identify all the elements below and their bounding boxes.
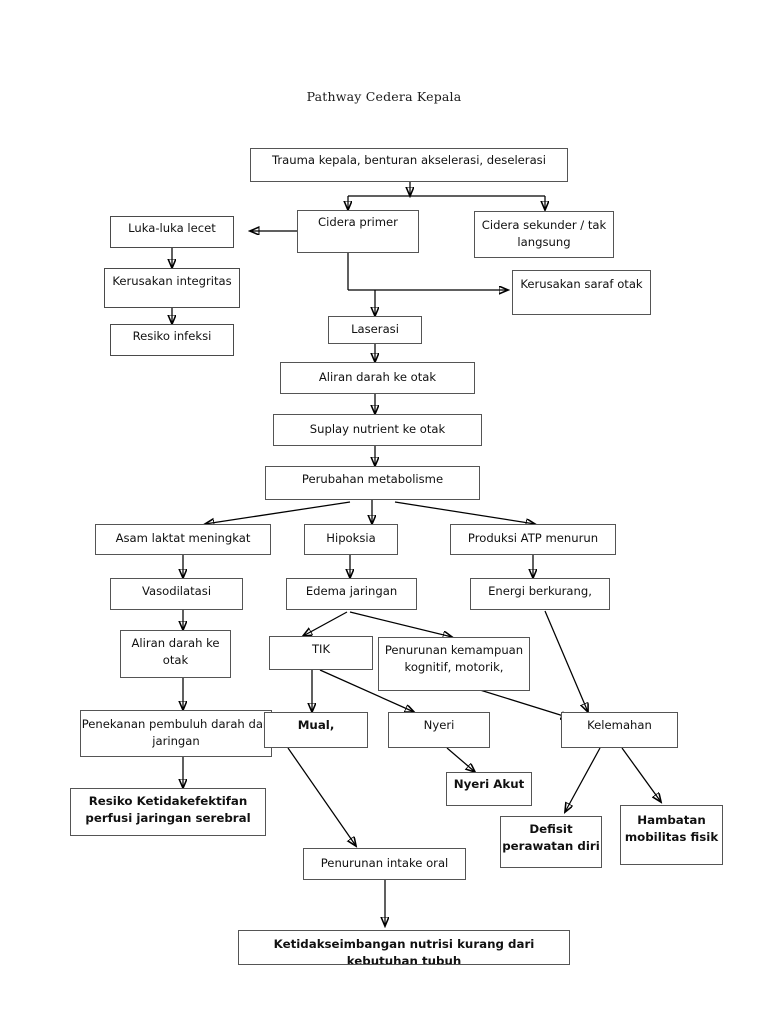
node-penekanan-pembuluh-darah[interactable]: Penekanan pembuluh darah dan jaringan [80,710,272,757]
node-nyeri[interactable]: Nyeri [388,712,490,748]
node-produksi-atp-menurun[interactable]: Produksi ATP menurun [450,524,616,555]
node-aliran-darah-ke-otak-2[interactable]: Aliran darah ke otak [120,630,231,678]
edge-metabolisme-asamlaktat [205,501,351,524]
node-kelemahan[interactable]: Kelemahan [561,712,678,748]
node-tik[interactable]: TIK [269,636,373,670]
node-hambatan-mobilitas-fisik[interactable]: Hambatan mobilitas fisik [620,805,723,865]
edge-metabolisme-atp [394,501,535,524]
node-perubahan-metabolisme[interactable]: Perubahan metabolisme [265,466,480,500]
node-asam-laktat-meningkat[interactable]: Asam laktat meningkat [95,524,271,555]
node-kerusakan-integritas[interactable]: Kerusakan integritas [104,268,240,308]
node-energi-berkurang[interactable]: Energi berkurang, [470,578,610,610]
node-trauma-kepala[interactable]: Trauma kepala, benturan akselerasi, dese… [250,148,568,182]
node-hipoksia[interactable]: Hipoksia [304,524,398,555]
node-laserasi[interactable]: Laserasi [328,316,422,344]
edge-energi-kelemahan [544,610,588,712]
node-cidera-primer[interactable]: Cidera primer [297,210,419,253]
node-nyeri-akut[interactable]: Nyeri Akut [446,772,532,806]
node-suplay-nutrient-ke-otak[interactable]: Suplay nutrient ke otak [273,414,482,446]
edge-mual-intake [287,747,356,846]
edge-nyeri-nyeriakut [446,747,475,772]
node-vasodilatasi[interactable]: Vasodilatasi [110,578,243,610]
node-edema-jaringan[interactable]: Edema jaringan [286,578,417,610]
edge-edema-kognitif [349,611,452,637]
node-penurunan-kemampuan-kognitif[interactable]: Penurunan kemampuan kognitif, motorik, [378,637,530,691]
node-luka-luka-lecet[interactable]: Luka-luka lecet [110,216,234,248]
node-kerusakan-saraf-otak[interactable]: Kerusakan saraf otak [512,270,651,315]
edge-kognitif-kelemahan [479,689,570,718]
edge-edema-tik [303,611,348,636]
node-cidera-sekunder[interactable]: Cidera sekunder / tak langsung [474,211,614,258]
node-mual[interactable]: Mual, [264,712,368,748]
node-penurunan-intake-oral[interactable]: Penurunan intake oral [303,848,466,880]
edge-kelemahan-hambatan [621,747,661,802]
edge-kelemahan-defisit [565,747,601,812]
node-defisit-perawatan-diri[interactable]: Defisit perawatan diri [500,816,602,868]
node-resiko-infeksi[interactable]: Resiko infeksi [110,324,234,356]
page-title: Pathway Cedera Kepala [306,89,462,104]
node-resiko-ketidakefektifan-perfusi[interactable]: Resiko Ketidakefektifan perfusi jaringan… [70,788,266,836]
node-ketidakseimbangan-nutrisi[interactable]: Ketidakseimbangan nutrisi kurang dari ke… [238,930,570,965]
node-aliran-darah-ke-otak[interactable]: Aliran darah ke otak [280,362,475,394]
